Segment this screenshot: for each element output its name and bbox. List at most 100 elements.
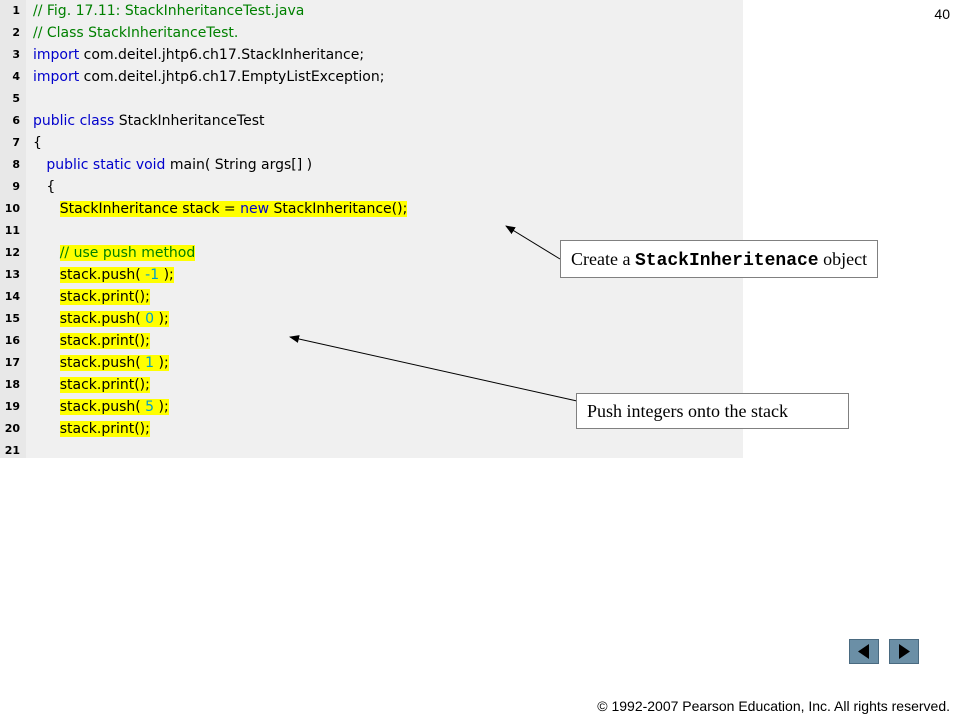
create-object-callout: Create a StackInheritenace object <box>560 240 879 278</box>
code-token: 5 <box>145 399 155 415</box>
code-line: 9 { <box>0 176 743 198</box>
code-token: 1 <box>145 355 155 371</box>
code-token: main( String args[] ) <box>165 157 313 173</box>
code-line: 3 import com.deitel.jhtp6.ch17.StackInher… <box>0 44 743 66</box>
copyright-notice: © 1992-2007 Pearson Education, Inc. All … <box>597 698 950 714</box>
code-token: ); <box>154 355 169 371</box>
code-token: StackInheritanceTest <box>114 113 265 129</box>
line-number: 1 <box>12 4 20 17</box>
line-number: 14 <box>4 290 20 303</box>
code-line: 6 public class StackInheritanceTest <box>0 110 743 132</box>
callout-code: StackInheritenace <box>634 251 819 271</box>
code-text: public static void main( String args[] ) <box>33 154 312 176</box>
line-number: 10 <box>4 202 20 215</box>
code-text: import com.deitel.jhtp6.ch17.StackInheri… <box>33 44 364 66</box>
line-number: 2 <box>12 26 20 39</box>
line-number-gutter <box>0 0 26 458</box>
push-integers-arrow <box>289 335 578 402</box>
code-text: stack.push( -1 ); <box>33 264 174 286</box>
code-line: 1 // Fig. 17.11: StackInheritanceTest.jav… <box>0 0 743 22</box>
push-integers-callout: Push integers onto the stack <box>576 393 849 429</box>
line-number: 13 <box>4 268 20 281</box>
code-line: 2 // Class StackInheritanceTest. <box>0 22 743 44</box>
line-number: 8 <box>12 158 20 171</box>
code-text: { <box>33 176 55 198</box>
code-token: new <box>240 201 270 217</box>
code-line: 18 stack.print(); <box>0 374 743 396</box>
code-token: ); <box>154 311 169 327</box>
code-listing: 1 // Fig. 17.11: StackInheritanceTest.jav… <box>0 0 743 458</box>
code-text: stack.print(); <box>33 374 150 396</box>
code-text: // Class StackInheritanceTest. <box>33 22 238 44</box>
code-token: import <box>33 47 80 63</box>
code-token: stack.print(); <box>59 289 150 305</box>
line-number: 18 <box>4 378 20 391</box>
code-token: stack.print(); <box>59 333 150 349</box>
code-text: stack.push( 1 ); <box>33 352 169 374</box>
code-text: stack.print(); <box>33 286 150 308</box>
code-text: import com.deitel.jhtp6.ch17.EmptyListEx… <box>33 66 384 88</box>
line-number: 9 <box>12 180 20 193</box>
code-token: com.deitel.jhtp6.ch17.StackInheritance; <box>79 47 365 63</box>
code-token: ); <box>154 399 169 415</box>
line-number: 19 <box>4 400 20 413</box>
callout-text: Push integers onto the stack <box>587 401 788 421</box>
code-token: stack.print(); <box>59 377 150 393</box>
line-number: 12 <box>4 246 20 259</box>
triangle-left-icon <box>858 644 869 659</box>
code-line: 10 StackInheritance stack = new StackInh… <box>0 198 743 220</box>
line-number: 7 <box>12 136 20 149</box>
code-token: stack.push( <box>59 399 146 415</box>
code-text: stack.push( 5 ); <box>33 396 169 418</box>
line-number: 15 <box>4 312 20 325</box>
code-line: 13 stack.push( -1 ); <box>0 264 743 286</box>
triangle-right-icon <box>899 644 910 659</box>
code-text: stack.print(); <box>33 330 150 352</box>
code-line: 11 <box>0 220 743 242</box>
code-token: { <box>33 135 42 151</box>
code-token: // use push method <box>59 245 196 261</box>
code-token: { <box>33 179 56 195</box>
page-number: 40 <box>934 6 950 22</box>
code-token: stack.push( <box>59 267 146 283</box>
code-token: stack.push( <box>59 311 146 327</box>
code-text: public class StackInheritanceTest <box>33 110 265 132</box>
code-text: stack.push( 0 ); <box>33 308 169 330</box>
code-text: { <box>33 132 42 154</box>
code-token: // Fig. 17.11: StackInheritanceTest.java <box>33 3 305 19</box>
code-token: StackInheritance(); <box>269 201 408 217</box>
code-line: 16 stack.print(); <box>0 330 743 352</box>
line-number: 20 <box>4 422 20 435</box>
code-token: ); <box>159 267 174 283</box>
callout-prefix: Create a <box>571 249 635 269</box>
code-text: // use push method <box>33 242 196 264</box>
code-token: -1 <box>145 267 160 283</box>
previous-slide-button[interactable] <box>849 639 879 664</box>
code-token: public static void <box>46 157 166 173</box>
line-number: 6 <box>12 114 20 127</box>
code-token: com.deitel.jhtp6.ch17.EmptyListException… <box>79 69 385 85</box>
line-number: 4 <box>12 70 20 83</box>
line-number: 3 <box>12 48 20 61</box>
code-line: 7{ <box>0 132 743 154</box>
code-token: stack.push( <box>59 355 146 371</box>
code-token: import <box>33 69 80 85</box>
line-number: 5 <box>12 92 20 105</box>
line-number: 11 <box>4 224 20 237</box>
code-line: 12 // use push method <box>0 242 743 264</box>
callout-suffix: object <box>818 249 868 269</box>
code-line: 21 <box>0 440 743 462</box>
code-line: 19 stack.push( 5 ); <box>0 396 743 418</box>
line-number: 21 <box>4 444 20 457</box>
code-text: StackInheritance stack = new StackInheri… <box>33 198 408 220</box>
code-token: // Class StackInheritanceTest. <box>33 25 239 41</box>
code-token: StackInheritance stack = <box>59 201 241 217</box>
code-token: public class <box>33 113 115 129</box>
code-line: 8 public static void main( String args[]… <box>0 154 743 176</box>
code-line: 15 stack.push( 0 ); <box>0 308 743 330</box>
code-line: 5 <box>0 88 743 110</box>
create-object-arrow <box>505 225 561 260</box>
next-slide-button[interactable] <box>889 639 919 664</box>
code-token: stack.print(); <box>59 421 150 437</box>
